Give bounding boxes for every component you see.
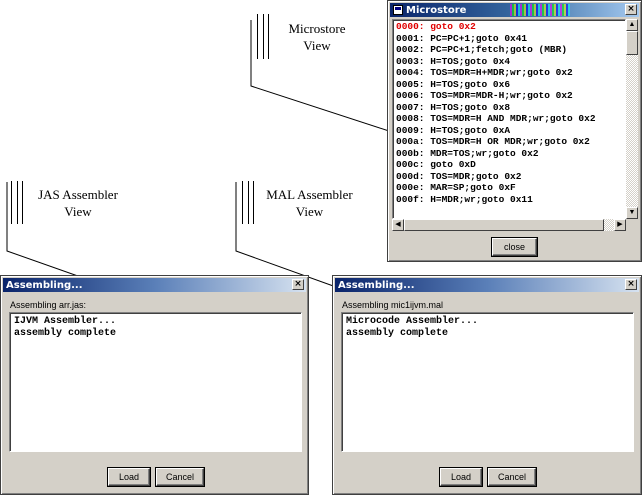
microstore-row[interactable]: 000d: TOS=MDR;goto 0x2 xyxy=(396,170,522,182)
microstore-row-current[interactable]: 0000: goto 0x2 xyxy=(396,21,476,32)
mal-assembler-view-callout: MAL Assembler View xyxy=(242,181,365,224)
mal-cancel-button[interactable]: Cancel xyxy=(487,467,537,487)
microstore-row[interactable]: 000c: goto 0xD xyxy=(396,159,476,170)
mal-assembler-window: Assembling... × Assembling mic1ijvm.mal … xyxy=(332,275,642,495)
microstore-row[interactable]: 000f: H=MDR;wr;goto 0x11 xyxy=(396,193,533,205)
jas-title: Assembling... xyxy=(6,279,83,291)
microstore-view-callout-text: Microstore View xyxy=(288,20,346,53)
microstore-vertical-scrollbar[interactable]: ▲ ▼ xyxy=(626,19,638,219)
jas-cancel-button[interactable]: Cancel xyxy=(155,467,205,487)
microstore-row[interactable]: 0006: TOS=MDR=MDR-H;wr;goto 0x2 xyxy=(396,90,573,101)
microstore-view-callout: Microstore View xyxy=(257,14,365,59)
mal-output-area[interactable]: Microcode Assembler... assembly complete xyxy=(341,312,634,452)
close-icon[interactable]: × xyxy=(625,279,637,290)
jas-load-button[interactable]: Load xyxy=(107,467,151,487)
jas-output-area[interactable]: IJVM Assembler... assembly complete xyxy=(9,312,302,452)
mal-file-label: Assembling mic1ijvm.mal xyxy=(342,300,444,310)
output-line: IJVM Assembler... xyxy=(14,316,117,327)
microstore-row[interactable]: 000a: TOS=MDR=H OR MDR;wr;goto 0x2 xyxy=(396,136,590,147)
microstore-row[interactable]: 0007: H=TOS;goto 0x8 xyxy=(396,101,511,113)
microstore-horizontal-scrollbar[interactable]: ◀ ▶ xyxy=(392,219,626,231)
microstore-row[interactable]: 0004: TOS=MDR=H+MDR;wr;goto 0x2 xyxy=(396,67,573,78)
mal-title: Assembling... xyxy=(338,279,415,291)
microstore-row[interactable]: 0002: PC=PC+1;fetch;goto (MBR) xyxy=(396,44,568,55)
microstore-row[interactable]: 000b: MDR=TOS;wr;goto 0x2 xyxy=(396,147,539,159)
microstore-row[interactable]: 0008: TOS=MDR=H AND MDR;wr;goto 0x2 xyxy=(396,113,596,124)
titlebar-render-artifact xyxy=(510,4,570,16)
scroll-down-icon[interactable]: ▼ xyxy=(626,207,638,219)
close-icon[interactable]: × xyxy=(292,279,304,290)
microstore-row[interactable]: 0009: H=TOS;goto 0xA xyxy=(396,124,511,136)
jas-file-label: Assembling arr.jas: xyxy=(10,300,87,310)
vertical-scroll-thumb[interactable] xyxy=(626,31,638,55)
horizontal-scroll-thumb[interactable] xyxy=(404,219,604,231)
microstore-row[interactable]: 0003: H=TOS;goto 0x4 xyxy=(396,55,511,67)
microstore-row[interactable]: 000e: MAR=SP;goto 0xF xyxy=(396,182,516,193)
microstore-row[interactable]: 0001: PC=PC+1;goto 0x41 xyxy=(396,32,528,44)
output-line: Microcode Assembler... xyxy=(346,316,479,327)
output-line: assembly complete xyxy=(346,328,449,339)
mal-load-button[interactable]: Load xyxy=(439,467,483,487)
jas-titlebar[interactable]: Assembling... × xyxy=(3,278,306,292)
close-icon[interactable]: × xyxy=(625,4,637,15)
scroll-left-icon[interactable]: ◀ xyxy=(392,219,404,231)
mal-titlebar[interactable]: Assembling... × xyxy=(335,278,639,292)
microstore-titlebar[interactable]: Microstore × xyxy=(390,3,639,17)
microstore-row[interactable]: 0005: H=TOS;goto 0x6 xyxy=(396,78,511,90)
microstore-close-button[interactable]: close xyxy=(491,237,538,257)
mal-assembler-view-callout-text: MAL Assembler View xyxy=(266,186,353,219)
microstore-title: Microstore xyxy=(406,4,467,16)
output-line: assembly complete xyxy=(14,328,117,339)
window-app-icon xyxy=(393,5,403,15)
jas-assembler-view-callout-text: JAS Assembler View xyxy=(38,186,118,219)
scroll-up-icon[interactable]: ▲ xyxy=(626,19,638,31)
scroll-right-icon[interactable]: ▶ xyxy=(614,219,626,231)
jas-assembler-view-callout: JAS Assembler View xyxy=(11,181,133,224)
jas-assembler-window: Assembling... × Assembling arr.jas: IJVM… xyxy=(0,275,309,495)
